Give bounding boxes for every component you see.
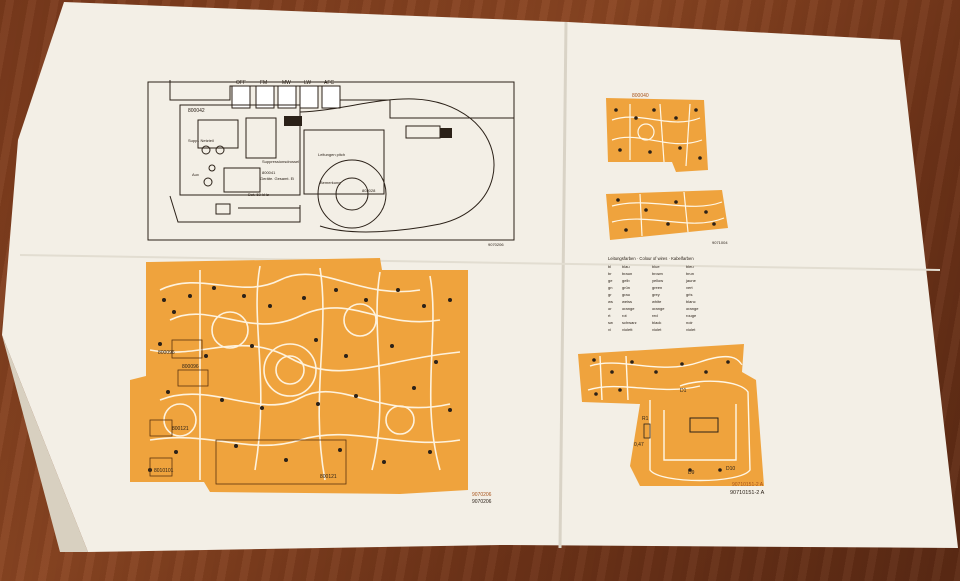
svg-text:green: green xyxy=(652,285,662,290)
switch-label: MW xyxy=(282,80,291,86)
svg-text:grün: grün xyxy=(622,285,630,290)
table-header: Leitungsfarben · Colour of wires · Kabel… xyxy=(608,256,694,261)
pcb-ref: 800121 xyxy=(320,474,337,480)
svg-text:rouge: rouge xyxy=(686,313,697,318)
pcb-code: 9070206 xyxy=(472,499,492,505)
table-row: gr grau grey gris xyxy=(608,292,692,297)
svg-text:grey: grey xyxy=(652,292,660,297)
table-row: bl blau blue bleu xyxy=(608,264,694,269)
diagram-label: Leitungen pitch xyxy=(318,152,345,157)
wire-colour-table: Leitungsfarben · Colour of wires · Kabel… xyxy=(608,256,699,332)
svg-text:violet: violet xyxy=(686,327,696,332)
svg-text:sw: sw xyxy=(608,320,613,325)
main-pcb-layout: 800096 800096 800121 8010101 800121 9070… xyxy=(130,258,492,505)
svg-text:bleu: bleu xyxy=(686,264,694,269)
table-row: sw schwarz black noir xyxy=(608,320,693,325)
diagram-label: Geräte. Gesamt. Ei xyxy=(260,176,294,181)
switch-label: LW xyxy=(304,80,311,86)
svg-text:orange: orange xyxy=(652,306,665,311)
pcb-code-orange: 90710151-2 A xyxy=(732,482,764,488)
diagram-label: Suppressionsdrossel xyxy=(262,159,299,164)
svg-text:braun: braun xyxy=(622,271,632,276)
pcb-ref: 800040 xyxy=(632,93,649,99)
diagram-label: Det. 50 kHz xyxy=(248,192,269,197)
diagram-ref: 800042 xyxy=(188,108,205,114)
pcb-label: D10 xyxy=(726,466,735,472)
paper-fold-vertical xyxy=(558,21,568,549)
svg-text:or: or xyxy=(608,306,612,311)
svg-text:blue: blue xyxy=(652,264,660,269)
pcb-ref: 9071004 xyxy=(712,240,728,245)
table-row: or orange orange orange xyxy=(608,306,699,311)
top-mechanical-diagram: OFF FM MW LW AFC 800042 Suppressionsdros… xyxy=(147,80,515,247)
svg-text:ws: ws xyxy=(608,299,613,304)
svg-text:orange: orange xyxy=(686,306,699,311)
svg-text:grau: grau xyxy=(622,292,630,297)
table-row: rt rot red rouge xyxy=(608,313,697,318)
svg-text:red: red xyxy=(652,313,658,318)
paper-fold-horizontal xyxy=(19,254,941,271)
svg-text:brown: brown xyxy=(652,271,663,276)
paper-shadow-left xyxy=(2,335,88,552)
pcb-code: 90710151-2 A xyxy=(730,490,765,496)
small-pcb-1: 800040 xyxy=(606,93,708,172)
small-pcb-2: 9071004 xyxy=(606,190,728,245)
svg-text:schwarz: schwarz xyxy=(622,320,637,325)
svg-text:gris: gris xyxy=(686,292,692,297)
diagram-code: 9070206 xyxy=(488,242,504,247)
pcb-label: D1 xyxy=(680,388,687,394)
switch-label: FM xyxy=(260,80,267,86)
table-row: br braun brown brun xyxy=(608,271,694,276)
pcb-label: D9 xyxy=(688,470,695,476)
diagram-ref: 800041 xyxy=(262,170,276,175)
switch-label: OFF xyxy=(236,80,246,86)
pcb-label: 0,47 xyxy=(634,442,644,448)
svg-text:violet: violet xyxy=(652,327,662,332)
svg-text:blanc: blanc xyxy=(686,299,696,304)
svg-text:vert: vert xyxy=(686,285,694,290)
pcb-ref: 800096 xyxy=(158,350,175,356)
table-row: vi violett violet violet xyxy=(608,327,696,332)
svg-text:gn: gn xyxy=(608,285,612,290)
diagram-label: Suppl. Netzteil xyxy=(188,138,214,143)
diagram-label: Aux xyxy=(192,172,199,177)
svg-text:br: br xyxy=(608,271,612,276)
switch-label: AFC xyxy=(324,80,334,86)
pcb-ref: 8010101 xyxy=(154,468,174,474)
pcb-ref: 800096 xyxy=(182,364,199,370)
svg-text:yellow: yellow xyxy=(652,278,663,283)
table-row: ws weiss white blanc xyxy=(608,299,696,304)
svg-text:bl: bl xyxy=(608,264,611,269)
svg-text:rot: rot xyxy=(622,313,628,318)
table-row: gn grün green vert xyxy=(608,285,694,290)
svg-text:rt: rt xyxy=(608,313,611,318)
diagram-ref: 802028 xyxy=(362,188,376,193)
svg-text:weiss: weiss xyxy=(622,299,632,304)
small-pcb-3: D1 D9 D10 R1 0,47 90710151-2 A 90710151-… xyxy=(578,344,765,496)
svg-text:violett: violett xyxy=(622,327,633,332)
svg-text:white: white xyxy=(652,299,662,304)
svg-text:ge: ge xyxy=(608,278,613,283)
svg-text:blau: blau xyxy=(622,264,630,269)
svg-text:jaune: jaune xyxy=(685,278,697,283)
svg-text:orange: orange xyxy=(622,306,635,311)
svg-text:noir: noir xyxy=(686,320,693,325)
pcb-ref: 800121 xyxy=(172,426,189,432)
svg-text:gr: gr xyxy=(608,292,612,297)
diagram-label: Bemerkung xyxy=(320,180,340,185)
svg-text:gelb: gelb xyxy=(622,278,630,283)
table-row: ge gelb yellow jaune xyxy=(608,278,697,283)
pcb-label: R1 xyxy=(642,416,649,422)
svg-text:black: black xyxy=(652,320,661,325)
svg-text:brun: brun xyxy=(686,271,694,276)
svg-text:vi: vi xyxy=(608,327,611,332)
pcb-code-orange: 9070206 xyxy=(472,492,492,498)
switch-block xyxy=(231,85,341,109)
